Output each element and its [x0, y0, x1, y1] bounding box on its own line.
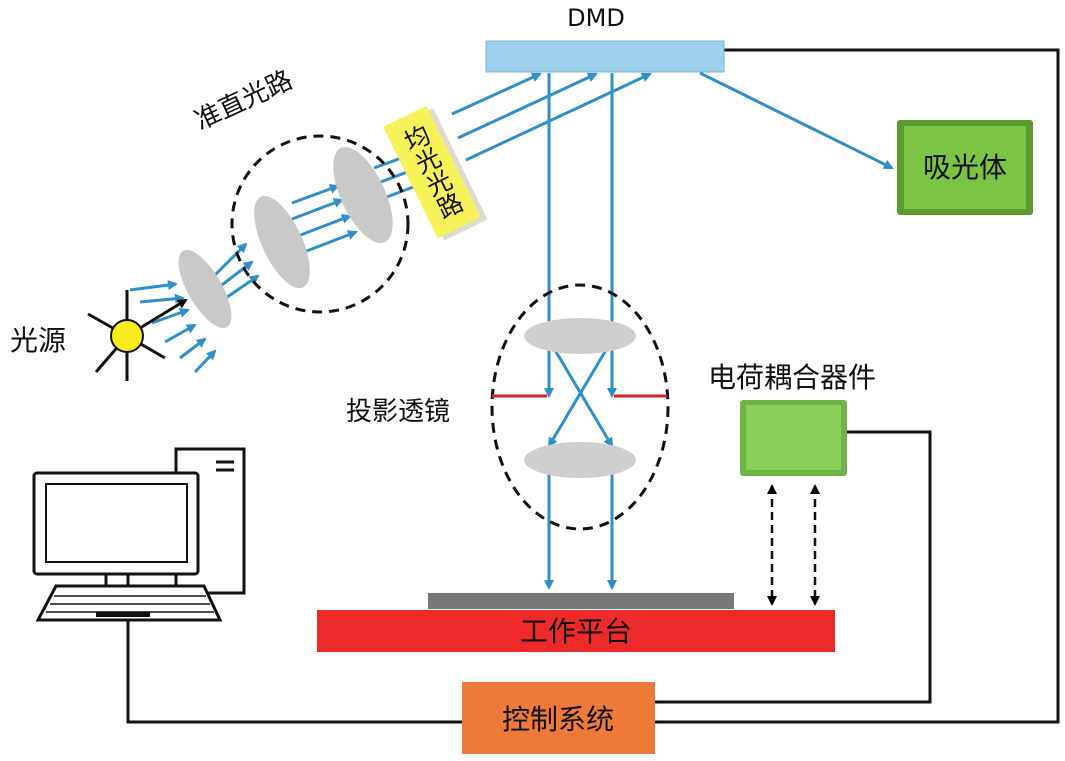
condenser-lens [178, 249, 232, 329]
substrate [428, 593, 734, 609]
control-system-label: 控制系统 [502, 703, 614, 736]
homogenizer: 均光光路 [383, 105, 488, 241]
ccd-label: 电荷耦合器件 [708, 361, 876, 394]
control-system-box [462, 682, 655, 754]
work-platform-label: 工作平台 [520, 615, 632, 648]
ccd-measure-arrows [767, 484, 820, 606]
light-source-label: 光源 [10, 324, 66, 357]
work-platform [317, 610, 835, 652]
ccd-box [740, 400, 847, 476]
dmd-label: DMD [567, 4, 625, 32]
computer-icon [32, 447, 246, 622]
light-source-icon [87, 290, 188, 381]
collimation-optics [230, 134, 410, 314]
collimation-label: 准直光路 [190, 65, 297, 136]
projection-lens-label: 投影透镜 [346, 397, 450, 427]
projection-lens [490, 283, 670, 531]
control-wiring [126, 48, 1060, 724]
dmd-mirror [485, 40, 725, 73]
absorber-label: 吸光体 [923, 151, 1007, 184]
absorber-box: 吸光体 [897, 120, 1033, 215]
